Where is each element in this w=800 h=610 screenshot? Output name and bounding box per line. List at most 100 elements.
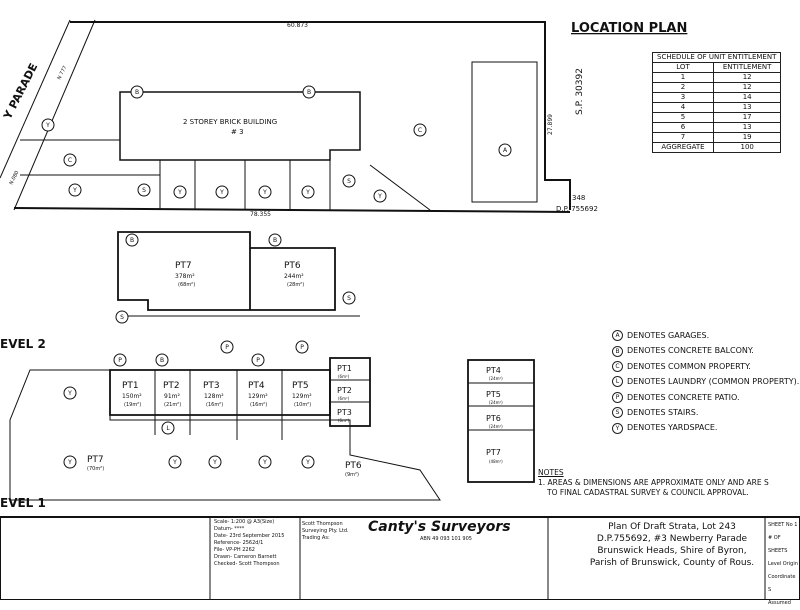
adjacent-sp: S.P. 30392 (575, 68, 585, 115)
unit-sub: (10m²) (294, 402, 311, 408)
svg-text:S: S (120, 314, 124, 321)
unit-area: 129m² (248, 393, 268, 400)
symbol-c: C (413, 123, 427, 137)
garage-block (467, 359, 535, 483)
level1-stack (329, 357, 371, 427)
legend-symbol: C (612, 361, 623, 373)
symbol-y: Y (63, 386, 77, 400)
svg-text:C: C (68, 157, 72, 164)
garage-name: PT5 (486, 390, 501, 399)
svg-text:Y: Y (177, 189, 182, 196)
unit-name: PT5 (292, 381, 309, 391)
svg-text:Y: Y (72, 187, 77, 194)
symbol-b: B (130, 85, 144, 99)
svg-text:A: A (503, 147, 508, 154)
symbol-y: Y (373, 189, 387, 203)
unit-sub: (16m²) (206, 402, 223, 408)
building-label: 2 STOREY BRICK BUILDING (183, 118, 277, 126)
symbol-c: C (63, 153, 77, 167)
svg-text:S: S (347, 295, 351, 302)
street-line (13, 19, 96, 211)
main-building (119, 91, 361, 161)
symbol-l: L (161, 421, 175, 435)
svg-text:P: P (225, 344, 229, 351)
svg-text:S: S (347, 178, 351, 185)
svg-text:S: S (142, 187, 146, 194)
symbol-y: Y (301, 455, 315, 469)
garage-name: PT4 (486, 366, 501, 375)
unit-sub: (9m²) (345, 472, 359, 478)
legend-symbol: P (612, 391, 623, 403)
symbol-y: Y (41, 118, 55, 132)
symbol-a: A (498, 143, 512, 157)
unit-sub: (28m²) (287, 282, 304, 288)
symbol-y: Y (68, 183, 82, 197)
symbol-s: S (115, 310, 129, 324)
yard-divisions (20, 139, 431, 211)
unit-name: PT7 (175, 261, 192, 271)
svg-text:B: B (135, 89, 139, 96)
svg-text:B: B (130, 237, 134, 244)
dim-right: 27.899 (547, 114, 554, 135)
legend-symbol: A (612, 330, 623, 342)
legend-symbol: S (612, 407, 623, 419)
property-boundary (13, 207, 571, 213)
unit-sub: (19m²) (124, 402, 141, 408)
garage-name: PT7 (486, 448, 501, 457)
unit-sub: (6m²) (338, 418, 350, 423)
svg-text:Y: Y (212, 459, 217, 466)
schedule-header: ENTITLEMENT (712, 62, 782, 73)
svg-text:Y: Y (305, 459, 310, 466)
svg-text:Y: Y (67, 390, 72, 397)
symbol-p: P (113, 353, 127, 367)
svg-text:P: P (300, 344, 304, 351)
garage-sub: (24m²) (489, 376, 503, 381)
unit-name: PT1 (122, 381, 139, 391)
dim-bottom: 78.355 (250, 211, 271, 218)
brand-name: Canty's Surveyors (368, 519, 511, 535)
unit-name: PT4 (248, 381, 265, 391)
symbol-y: Y (208, 455, 222, 469)
unit-name: PT1 (337, 364, 352, 373)
unit-name: PT3 (203, 381, 220, 391)
title-block-info: Scale- 1:200 @ A3(Size) Datum- **** Date… (214, 519, 285, 567)
company-name: Scott Thompson Surveying Pty. Ltd. Tradi… (302, 521, 349, 541)
symbol-s: S (342, 174, 356, 188)
unit-sub: (21m²) (164, 402, 181, 408)
unit-area: 150m² (122, 393, 142, 400)
level1-label: EVEL 1 (0, 496, 46, 510)
unit-area: 244m² (284, 273, 304, 280)
unit-name: PT2 (163, 381, 180, 391)
adjacent-lot: 348 (572, 194, 585, 202)
schedule-title: SCHEDULE OF UNIT ENTITLEMENT (651, 52, 782, 63)
unit-name: PT2 (337, 386, 352, 395)
svg-text:B: B (307, 89, 311, 96)
symbol-y: Y (301, 185, 315, 199)
unit-name: PT6 (284, 261, 301, 271)
adjacent-dp: D.P. 755692 (556, 205, 598, 213)
schedule-header: LOT (652, 62, 714, 73)
unit-area: 129m² (292, 393, 312, 400)
garage-sub: (24m²) (489, 400, 503, 405)
svg-text:B: B (160, 357, 164, 364)
svg-text:P: P (256, 357, 260, 364)
legend-symbol: B (612, 345, 623, 357)
svg-text:B: B (273, 237, 277, 244)
garage-sub: (24m²) (489, 424, 503, 429)
unit-area: 128m² (204, 393, 224, 400)
level2-label: EVEL 2 (0, 337, 46, 351)
symbol-p: P (220, 340, 234, 354)
svg-text:L: L (166, 425, 170, 432)
property-boundary (70, 21, 571, 210)
unit-sub: (16m²) (250, 402, 267, 408)
title-block-frame (0, 516, 800, 600)
